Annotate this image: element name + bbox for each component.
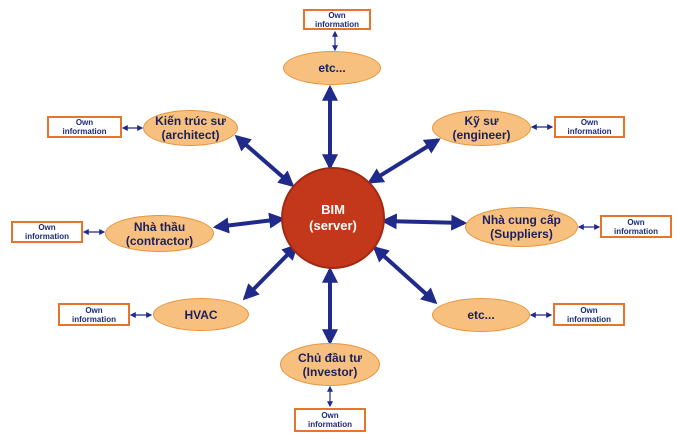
node-etc-top: etc... [283, 51, 381, 85]
node-investor: Chủ đầu tư (Investor) [280, 343, 380, 386]
own-info-line2: information [308, 420, 352, 429]
node-engineer-label: Kỹ sư [464, 114, 499, 128]
node-contractor-label: Nhà thầu [133, 219, 186, 234]
node-architect: Kiến trúc sư (architect) [143, 110, 238, 146]
bim-server-node: BIM (server) [281, 167, 385, 269]
node-investor-label: Chủ đầu tư [297, 350, 362, 365]
own-info-line2: information [62, 127, 107, 136]
node-hvac-label: HVAC [184, 307, 218, 322]
arrow-bim-contractor [212, 212, 286, 234]
node-etc-right: etc... [432, 298, 530, 332]
node-contractor-sublabel: (contractor) [125, 233, 194, 248]
node-suppliers: Nhà cung cấp (Suppliers) [465, 207, 578, 247]
own-info-line1: Own [580, 118, 599, 127]
arrow-bim-hvac [242, 243, 299, 301]
own-info-line2: information [567, 314, 611, 324]
own-info-line2: information [72, 314, 116, 324]
node-suppliers-label: Nhà cung cấp [482, 213, 561, 227]
bim-server-title: BIM [321, 202, 345, 217]
arrow-bim-etc-right [372, 245, 438, 305]
own-info-line1: Own [321, 411, 339, 420]
own-info-line2: information [315, 19, 359, 29]
node-hvac: HVAC [153, 298, 249, 331]
node-investor-sublabel: (Investor) [302, 364, 358, 379]
arrow-bim-architect [234, 134, 295, 188]
node-suppliers-sublabel: (Suppliers) [490, 227, 553, 241]
own-info-line1: Own [38, 223, 56, 232]
node-engineer: Kỹ sư (engineer) [432, 110, 531, 146]
own-info-line2: information [614, 226, 658, 236]
node-contractor: Nhà thầu (contractor) [105, 215, 214, 252]
arrow-bim-suppliers [380, 213, 468, 231]
own-info-line1: Own [580, 305, 598, 315]
bim-server-subtitle: (server) [309, 218, 357, 233]
own-info-line2: information [567, 127, 612, 136]
node-engineer-sublabel: (engineer) [452, 128, 511, 142]
own-info-line1: Own [85, 305, 103, 315]
arrow-bim-engineer [367, 138, 441, 184]
own-info-line1: Own [328, 10, 346, 20]
node-architect-label: Kiến trúc sư [155, 114, 226, 128]
own-info-line1: Own [627, 217, 645, 227]
node-etc-top-label: etc... [318, 61, 346, 75]
own-info-line2: information [25, 232, 69, 241]
own-info-line1: Own [75, 118, 94, 127]
node-etc-right-label: etc... [467, 308, 495, 322]
node-architect-sublabel: (architect) [161, 128, 220, 142]
